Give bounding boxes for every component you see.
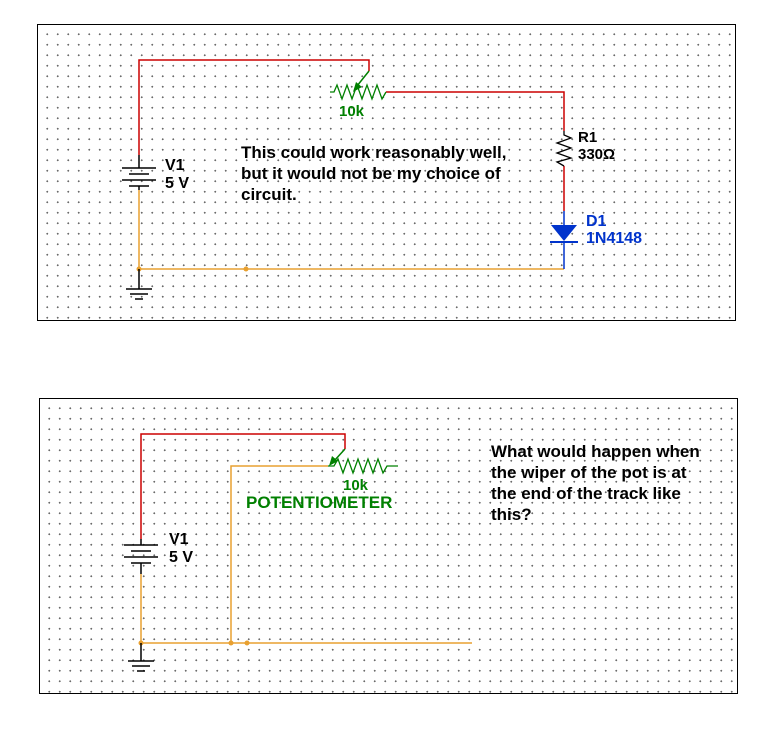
junction-dot <box>243 266 249 272</box>
battery-value-label: 5 V <box>169 549 193 566</box>
wire-pot-to-resistor <box>386 91 565 131</box>
resistor-value-label: 330Ω <box>578 146 615 163</box>
potentiometer-wiper <box>333 448 346 462</box>
circuit-1: 10k V1 5 V R1 330Ω D1 1N4148 <box>122 59 642 300</box>
diode-symbol <box>550 211 578 269</box>
resistor-symbol <box>555 131 574 167</box>
comment-text: What would happen when the wiper of the … <box>491 442 700 524</box>
ground-symbol <box>128 643 154 672</box>
potentiometer-wiper <box>356 70 370 87</box>
resistor-ref-label: R1 <box>578 129 597 146</box>
potentiometer-value: 10k <box>343 477 369 494</box>
wire-battery-positive <box>138 59 370 155</box>
diode-ref-label: D1 <box>586 213 607 230</box>
circuit-2: 10k POTENTIOMETER V1 5 V <box>124 433 472 672</box>
potentiometer-wiper-arrow <box>329 456 338 466</box>
wire-ground-return <box>140 574 472 644</box>
schematic-panel-1: 10k V1 5 V R1 330Ω D1 1N4148 This could … <box>37 24 736 321</box>
wire-pot-end-to-ground <box>230 465 328 643</box>
wire-battery-positive <box>140 433 346 539</box>
potentiometer-wiper-arrow <box>353 82 362 92</box>
ground-symbol <box>126 269 152 300</box>
potentiometer-symbol <box>328 457 398 475</box>
comment-text: This could work reasonably well, but it … <box>241 143 507 204</box>
schematic-panel-2: 10k POTENTIOMETER V1 5 V What would happ… <box>39 398 738 694</box>
battery-symbol <box>124 539 158 574</box>
battery-symbol <box>122 155 156 190</box>
junction-dot <box>244 640 250 646</box>
battery-ref-label: V1 <box>165 157 185 174</box>
battery-ref-label: V1 <box>169 531 189 548</box>
battery-value-label: 5 V <box>165 175 189 192</box>
potentiometer-value: 10k <box>339 103 365 120</box>
junction-dot <box>228 640 234 646</box>
diode-part-label: 1N4148 <box>586 230 642 247</box>
potentiometer-name: POTENTIOMETER <box>246 493 392 512</box>
